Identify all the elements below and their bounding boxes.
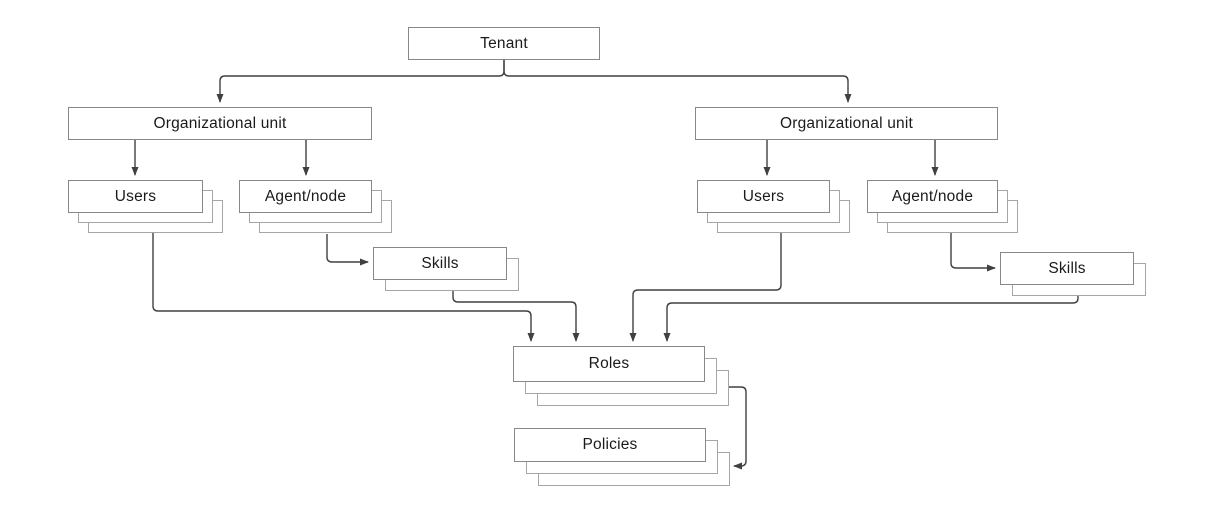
tenant-label: Tenant	[480, 34, 528, 52]
edge-users-right-to-roles	[629, 233, 782, 342]
tenant-node: Tenant	[408, 27, 600, 60]
agent-node-right-label: Agent/node	[891, 187, 974, 205]
skills-right-node: Skills	[1000, 252, 1134, 285]
edge-skills-right-to-roles	[663, 296, 1079, 342]
edge-tenant-to-org-unit-left	[216, 60, 505, 103]
policies-node: Policies	[514, 428, 706, 462]
skills-left-node: Skills	[373, 247, 507, 280]
org-unit-left-label: Organizational unit	[153, 114, 287, 132]
agent-node-right-node: Agent/node	[867, 180, 998, 213]
users-right-node: Users	[697, 180, 830, 213]
agent-node-left-label: Agent/node	[264, 187, 347, 205]
agent-node-left-node: Agent/node	[239, 180, 372, 213]
skills-left-label: Skills	[421, 254, 459, 272]
edge-tenant-to-org-unit-right	[503, 60, 852, 103]
edge-agent-node-right-to-skills-right	[950, 233, 996, 272]
roles-label: Roles	[588, 355, 630, 372]
roles-node: Roles	[513, 346, 705, 382]
org-unit-right-node: Organizational unit	[695, 107, 998, 140]
org-unit-left-node: Organizational unit	[68, 107, 372, 140]
edge-agent-node-left-to-skills-left	[326, 234, 369, 266]
policies-label: Policies	[582, 436, 638, 453]
edge-users-left-to-roles	[152, 233, 535, 342]
users-right-label: Users	[742, 187, 785, 205]
users-left-label: Users	[114, 187, 157, 205]
org-unit-right-label: Organizational unit	[779, 114, 914, 132]
edge-skills-left-to-roles	[452, 291, 580, 342]
edge-roles-to-policies	[729, 386, 747, 470]
users-left-node: Users	[68, 180, 203, 213]
skills-right-label: Skills	[1048, 259, 1086, 277]
